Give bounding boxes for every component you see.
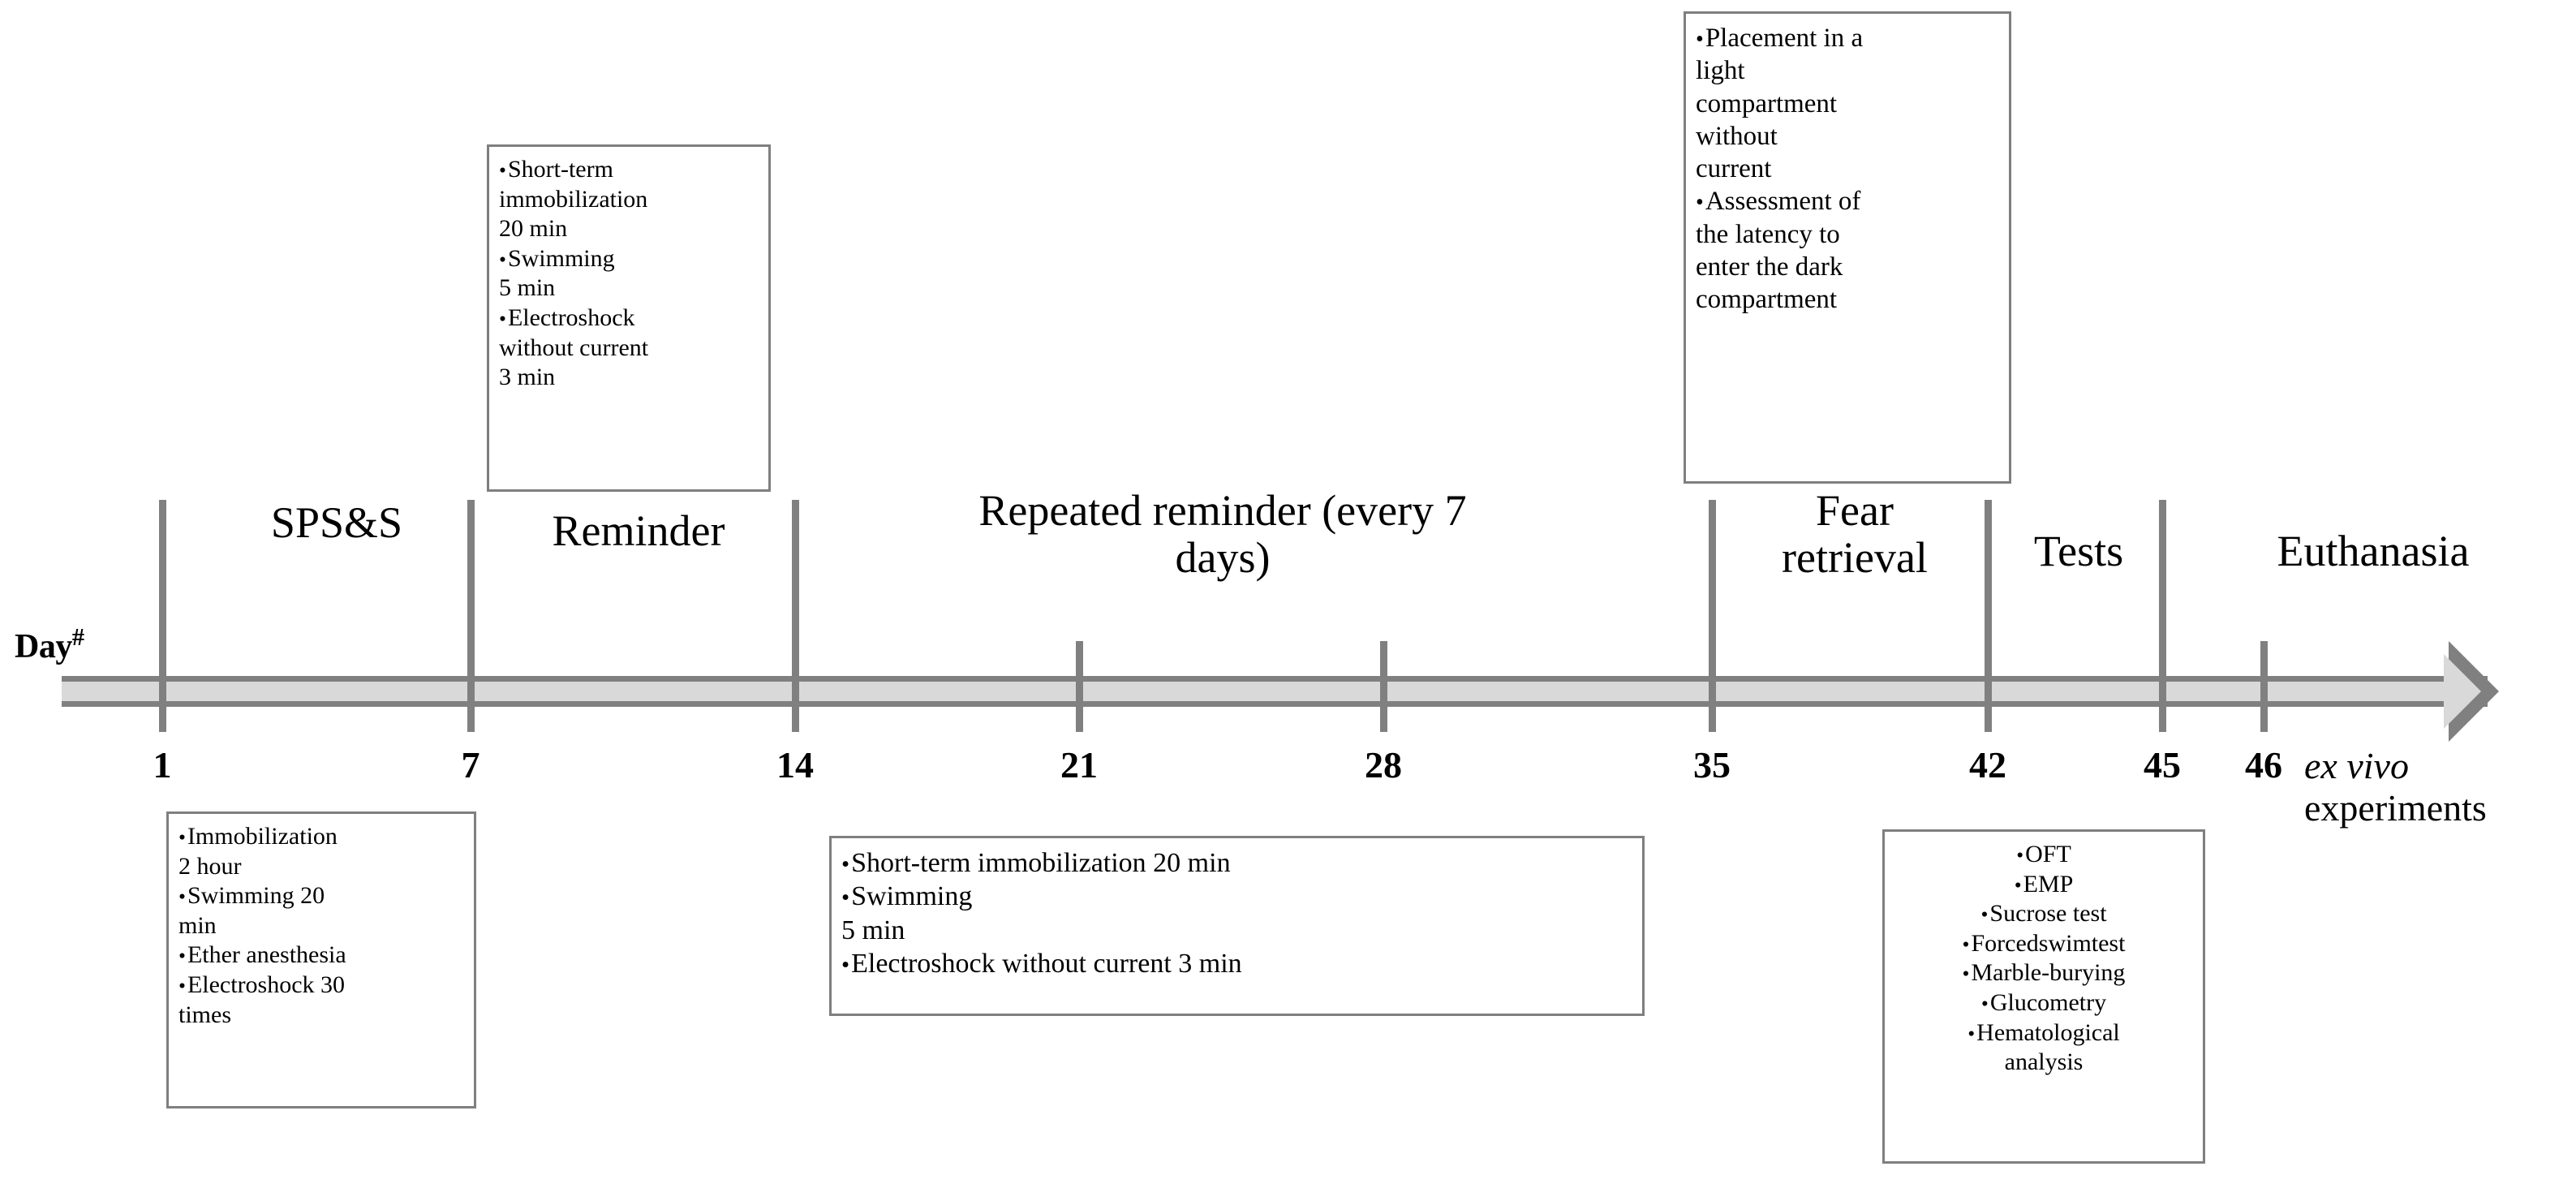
callout-list-item: Placement in a xyxy=(1696,22,1999,54)
day-number-28: 28 xyxy=(1365,744,1402,786)
callout-list-item: 3 min xyxy=(499,364,556,391)
callout-list-item: Swimming xyxy=(841,880,1632,913)
callout-list-item: Swimming 20 xyxy=(178,881,464,911)
day-axis-caption-text: Day xyxy=(15,628,72,665)
day-number-45: 45 xyxy=(2144,744,2181,786)
callout-list: OFTEMPSucrose testForcedswimtestMarble-b… xyxy=(1894,840,2193,1078)
callout-list-item: Sucrose test xyxy=(1894,899,2193,929)
timeline-tick-day-46 xyxy=(2260,641,2268,732)
callout-list-item: times xyxy=(178,1001,231,1028)
callout-box-tests-day42: OFTEMPSucrose testForcedswimtestMarble-b… xyxy=(1882,829,2205,1164)
timeline-tick-day-14 xyxy=(792,500,799,732)
callout-list-item: EMP xyxy=(1894,870,2193,900)
callout-list-item: without current xyxy=(499,334,649,361)
timeline-tick-day-21 xyxy=(1076,641,1083,732)
callout-list-item: 5 min xyxy=(841,915,905,945)
day-number-35: 35 xyxy=(1693,744,1731,786)
callout-list-item: 2 hour xyxy=(178,852,242,880)
callout-list-item: min xyxy=(178,911,217,939)
day-number-1: 1 xyxy=(153,744,172,786)
timeline-axis-bar xyxy=(62,676,2488,707)
callout-list-item: enter the dark xyxy=(1696,252,1843,282)
day-number-7: 7 xyxy=(461,744,480,786)
callout-list-item: compartment xyxy=(1696,88,1838,118)
callout-list-item: Electroshock 30 xyxy=(178,971,464,1001)
callout-list-item: immobilization xyxy=(499,185,648,213)
timeline-tick-day-35 xyxy=(1709,500,1716,732)
phase-label-euthanasia: Euthanasia xyxy=(2277,527,2470,575)
callout-box-repeated-reminder: Short-term immobilization 20 minSwimming… xyxy=(829,836,1645,1016)
callout-list-item: OFT xyxy=(1894,840,2193,870)
timeline-tick-day-1 xyxy=(159,500,166,732)
timeline-tick-day-45 xyxy=(2159,500,2166,732)
ex-vivo-rest: experiments xyxy=(2304,786,2487,829)
callout-list-item: the latency to xyxy=(1696,219,1840,249)
callout-list-item: Marble-burying xyxy=(1894,958,2193,988)
callout-list-item: Glucometry xyxy=(1894,988,2193,1018)
callout-list-item: compartment xyxy=(1696,285,1838,314)
day-axis-caption: Day# xyxy=(15,623,84,666)
callout-list-item: Short-term immobilization 20 min xyxy=(841,846,1632,880)
callout-list-item: current xyxy=(1696,154,1772,183)
timeline-arrowhead-fill xyxy=(2444,654,2481,729)
callout-list-item: Swimming xyxy=(499,244,759,274)
callout-list-item: Assessment of xyxy=(1696,185,1999,217)
callout-list-item: Short-term xyxy=(499,155,759,185)
callout-list-item: 5 min xyxy=(499,274,556,302)
timeline-tick-day-7 xyxy=(467,500,475,732)
day-number-14: 14 xyxy=(776,744,814,786)
callout-list-item: without xyxy=(1696,121,1778,151)
callout-list-item: Hematological analysis xyxy=(1894,1018,2193,1078)
phase-label-reminder: Reminder xyxy=(552,506,725,555)
callout-list-item: Immobilization xyxy=(178,822,464,852)
day-axis-caption-hash: # xyxy=(71,623,84,651)
timeline-tick-day-28 xyxy=(1380,641,1387,732)
callout-list-item: Forcedswimtest xyxy=(1894,929,2193,959)
callout-list-item: Ether anesthesia xyxy=(178,941,464,971)
callout-box-fear-retrieval-day35: Placement in alightcompartmentwithoutcur… xyxy=(1684,11,2011,484)
day-number-46: 46 xyxy=(2245,744,2282,786)
phase-label-fear: Fear retrieval xyxy=(1782,486,1928,583)
ex-vivo-italic: ex vivo xyxy=(2304,745,2409,786)
callout-list-item: Electroshock xyxy=(499,303,759,334)
ex-vivo-note: ex vivo experiments xyxy=(2304,745,2487,829)
timeline-tick-day-42 xyxy=(1985,500,1992,732)
phase-label-tests: Tests xyxy=(2033,527,2124,575)
day-number-21: 21 xyxy=(1060,744,1098,786)
phase-label-sps: SPS&S xyxy=(270,498,403,547)
phase-label-repeated: Repeated reminder (every 7 days) xyxy=(978,486,1467,583)
callout-list-item: Electroshock without current 3 min xyxy=(841,947,1632,980)
callout-list: Placement in alightcompartmentwithoutcur… xyxy=(1696,22,1999,316)
day-number-42: 42 xyxy=(1969,744,2006,786)
callout-list-item: 20 min xyxy=(499,215,568,243)
callout-list-item: light xyxy=(1696,56,1745,86)
callout-list: Short-term immobilization 20 minSwimming… xyxy=(841,846,1632,981)
